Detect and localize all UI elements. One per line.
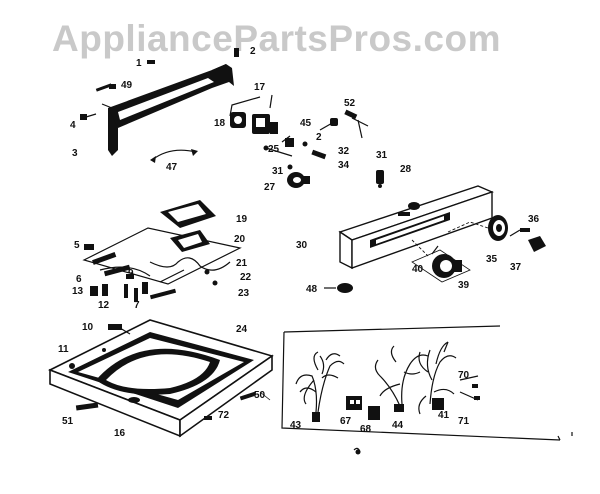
- label-7: 7: [134, 300, 140, 311]
- knob-27: [287, 164, 310, 188]
- label-24: 24: [236, 324, 248, 335]
- label-39: 39: [458, 280, 470, 291]
- label-17: 17: [254, 82, 266, 93]
- label-28: 28: [400, 164, 412, 175]
- label-5: 5: [74, 240, 80, 251]
- label-45: 45: [300, 118, 312, 129]
- knob-35: [488, 215, 546, 252]
- label-40: 40: [412, 264, 424, 275]
- label-21: 21: [236, 258, 248, 269]
- label-36: 36: [528, 214, 540, 225]
- control-panel: [338, 185, 494, 270]
- label-16: 16: [114, 428, 126, 439]
- label-18: 18: [214, 118, 226, 129]
- label-48: 48: [306, 284, 318, 295]
- label-3: 3: [72, 148, 78, 159]
- knob-40: [411, 245, 471, 283]
- watermark-text: AppliancePartsPros.com: [52, 18, 501, 59]
- bracket-screws: [80, 48, 239, 120]
- label-68: 68: [360, 424, 372, 435]
- label-4: 4: [70, 120, 76, 131]
- label-49: 49: [121, 80, 133, 91]
- label-32: 32: [338, 146, 350, 157]
- label-31a: 31: [272, 166, 284, 177]
- label-13: 13: [72, 286, 84, 297]
- label-34: 34: [338, 160, 350, 171]
- label-71: 71: [458, 416, 470, 427]
- label-72: 72: [218, 410, 230, 421]
- label-10: 10: [82, 322, 94, 333]
- cabinet-top: [48, 319, 274, 438]
- label-70: 70: [458, 370, 470, 381]
- label-9: 9: [128, 268, 134, 279]
- label-6: 6: [76, 274, 82, 285]
- connectors: [346, 396, 380, 420]
- label-31b: 31: [376, 150, 388, 161]
- label-2: 2: [250, 46, 256, 57]
- label-51: 51: [62, 416, 74, 427]
- label-27: 27: [264, 182, 276, 193]
- label-22: 22: [240, 272, 252, 283]
- label-19: 19: [236, 214, 248, 225]
- wiring-harness-panel: [281, 325, 561, 441]
- harness-43: [295, 351, 345, 422]
- label-50: 50: [254, 390, 266, 401]
- harness-44: [353, 341, 573, 455]
- part-28-clip: [376, 170, 384, 188]
- hinge-parts: [84, 244, 148, 302]
- right-screws: [302, 109, 369, 160]
- label-43: 43: [290, 420, 302, 431]
- rotation-arc: [151, 149, 197, 161]
- label-25: 25: [268, 144, 280, 155]
- label-47: 47: [166, 162, 178, 173]
- label-12: 12: [98, 300, 110, 311]
- label-44: 44: [392, 420, 404, 431]
- label-20: 20: [234, 234, 246, 245]
- label-2b: 2: [316, 132, 322, 143]
- label-35: 35: [486, 254, 498, 265]
- label-41: 41: [438, 410, 450, 421]
- label-30: 30: [296, 240, 308, 251]
- label-11: 11: [58, 344, 69, 355]
- part-number-labels: 2 1 49 4 3 47 17 18 45 25 31 27 52 2 32 …: [58, 46, 540, 439]
- switch-cluster: [229, 94, 294, 157]
- label-67: 67: [340, 416, 352, 427]
- label-52: 52: [344, 98, 356, 109]
- label-37: 37: [510, 262, 522, 273]
- console-bracket: [101, 64, 234, 156]
- part-48-button: [324, 283, 353, 293]
- label-23: 23: [238, 288, 250, 299]
- label-1: 1: [136, 58, 142, 69]
